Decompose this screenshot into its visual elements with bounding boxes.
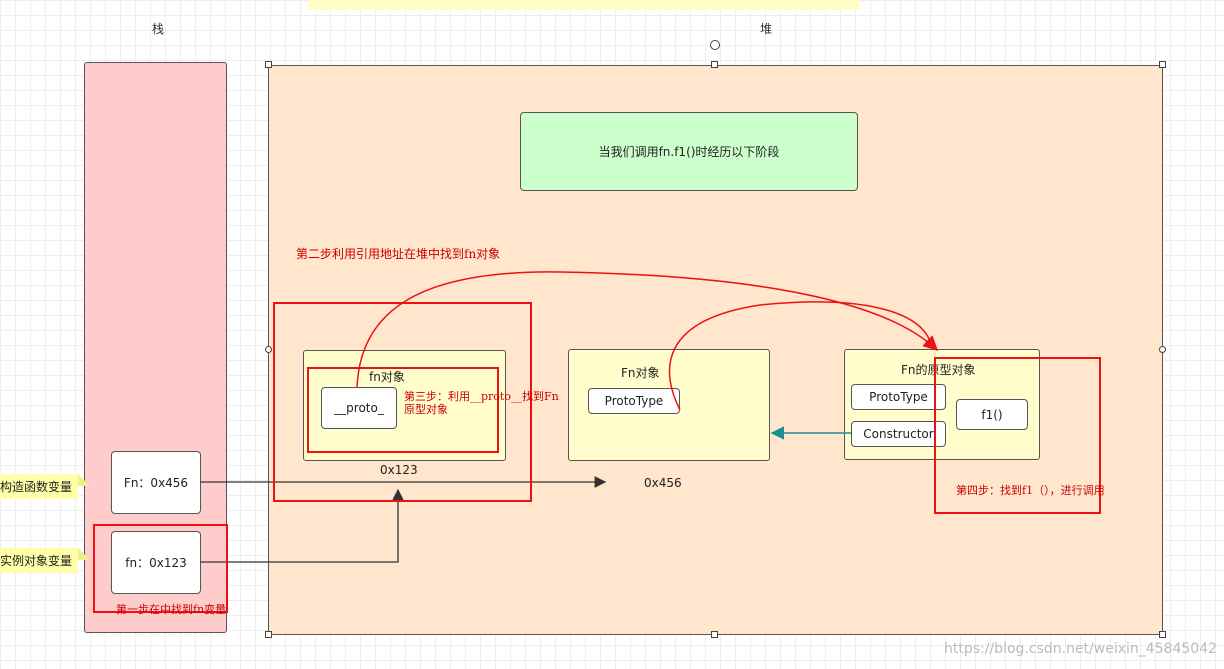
- top-yellow-strip: [308, 0, 859, 10]
- step3-highlight: [307, 367, 499, 453]
- stack-label: 栈: [152, 22, 165, 36]
- Fn-object-title: Fn对象: [621, 366, 660, 380]
- resize-handle[interactable]: [265, 631, 272, 638]
- watermark: https://blog.csdn.net/weixin_45845042: [944, 641, 1218, 657]
- fn-object-address: 0x123: [380, 463, 418, 477]
- step1-text: 第一步在中找到fn变量: [116, 603, 227, 616]
- prototype-link-curve: [668, 301, 933, 411]
- fn-variable-connector: [201, 488, 404, 563]
- proto-field[interactable]: __proto_: [321, 387, 397, 429]
- proto-lookup-curve: [356, 271, 939, 389]
- Fn-object-address: 0x456: [644, 476, 682, 490]
- constructor-variable-note[interactable]: 构造函数变量: [0, 474, 91, 499]
- prototype-field[interactable]: ProtoType: [851, 384, 946, 410]
- resize-handle[interactable]: [711, 631, 718, 638]
- step4-text: 第四步：找到f1（），进行调用: [956, 484, 1105, 497]
- resize-handle[interactable]: [1159, 631, 1166, 638]
- rotate-handle[interactable]: [710, 40, 720, 50]
- step3-text-line1: 第三步：利用__proto__找到Fn: [404, 390, 559, 403]
- step2-text: 第二步利用引用地址在堆中找到fn对象: [296, 247, 501, 261]
- resize-handle[interactable]: [265, 346, 272, 353]
- step1-highlight: [93, 524, 228, 613]
- resize-handle[interactable]: [1159, 61, 1166, 68]
- instance-variable-note[interactable]: 实例对象变量: [0, 548, 91, 573]
- f1-method[interactable]: f1(): [956, 399, 1028, 430]
- fn-variable[interactable]: fn：0x123: [111, 531, 201, 594]
- resize-handle[interactable]: [711, 61, 718, 68]
- prototype-object-title: Fn的原型对象: [901, 363, 976, 377]
- step4-highlight: [934, 357, 1101, 514]
- resize-handle[interactable]: [1159, 346, 1166, 353]
- fn-object-title: fn对象: [369, 370, 405, 384]
- Fn-prototype-field[interactable]: ProtoType: [588, 388, 680, 414]
- heap-label: 堆: [760, 22, 773, 36]
- step3-text-line2: 原型对象: [404, 403, 448, 416]
- resize-handle[interactable]: [265, 61, 272, 68]
- step2-highlight: [273, 302, 532, 502]
- Fn-variable[interactable]: Fn：0x456: [111, 451, 201, 514]
- constructor-field[interactable]: Constructor: [851, 421, 946, 447]
- heap-title-box[interactable]: 当我们调用fn.f1()时经历以下阶段: [520, 112, 858, 191]
